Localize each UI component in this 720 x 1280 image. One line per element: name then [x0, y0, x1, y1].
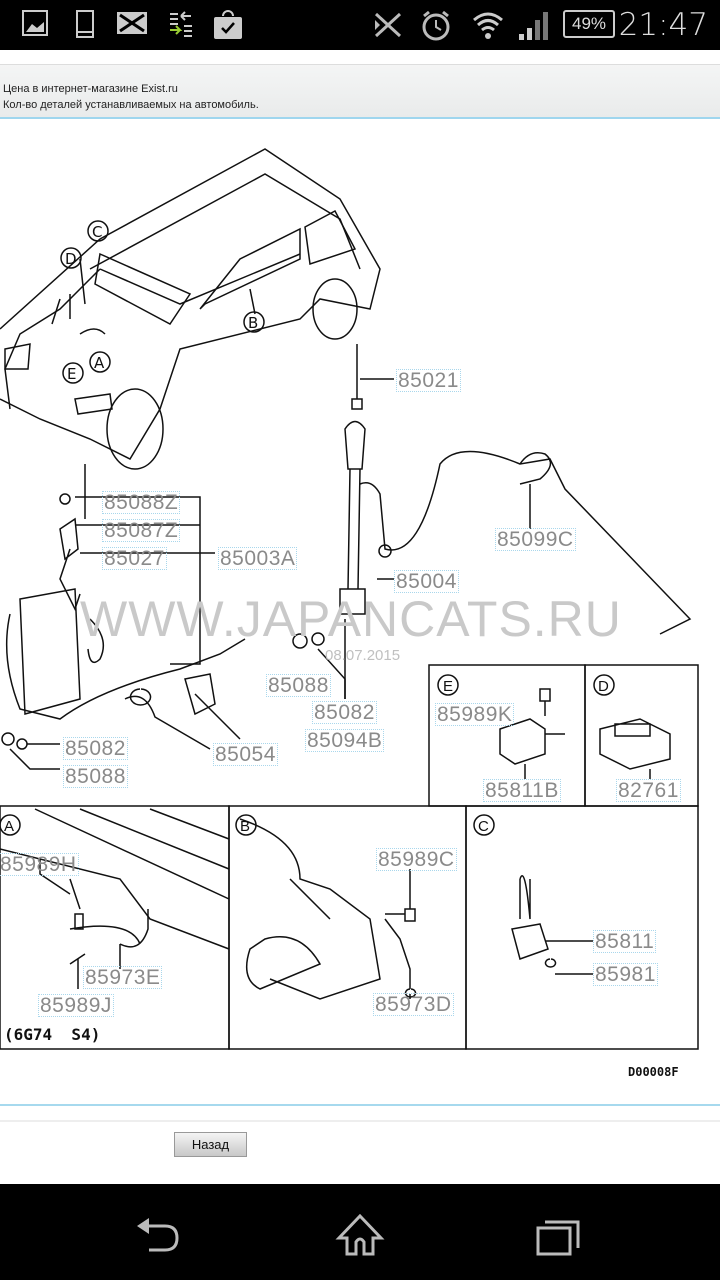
watermark: WWW.JAPANCATS.RU [80, 591, 622, 647]
back-icon[interactable] [135, 1214, 185, 1254]
diagram-date: 08.07.2015 [325, 647, 401, 664]
callout-d: D [65, 250, 77, 268]
part-85082[interactable]: 85082 [312, 701, 377, 724]
part-85054[interactable]: 85054 [213, 743, 278, 766]
shopping-bag-icon [214, 10, 242, 39]
gallery-icon [22, 10, 48, 36]
part-85004[interactable]: 85004 [394, 570, 459, 593]
part-85973D[interactable]: 85973D [373, 993, 454, 1016]
parts-diagram: C D B A E E D A B C [0, 119, 720, 1105]
part-85099C[interactable]: 85099C [495, 528, 576, 551]
box-label-d: D [598, 678, 609, 695]
part-85989H[interactable]: 85989H [0, 853, 79, 876]
box-label-a: A [4, 818, 14, 835]
recent-apps-icon[interactable] [535, 1214, 585, 1258]
status-bar: 49% 21:47 [0, 0, 720, 50]
part-85094B[interactable]: 85094B [305, 729, 385, 752]
bluetooth-off-icon [374, 12, 402, 38]
part-85082-left[interactable]: 85082 [63, 737, 128, 760]
diagram-drawing: C D B A E E D A B C [0, 148, 699, 1050]
part-85003A[interactable]: 85003A [218, 547, 298, 570]
callout-b: B [248, 314, 258, 332]
clock: 21:47 [618, 7, 708, 43]
part-85989J[interactable]: 85989J [38, 994, 114, 1017]
part-85027[interactable]: 85027 [102, 547, 167, 570]
box-label-e: E [443, 678, 453, 695]
wifi-icon [473, 12, 503, 39]
part-85989C[interactable]: 85989C [376, 848, 457, 871]
battery-icon: 49% [563, 10, 615, 38]
box-label-c: C [478, 818, 489, 835]
box-label-b: B [240, 818, 250, 835]
diagram-code: D00008F [628, 1065, 679, 1079]
alarm-icon [422, 10, 450, 41]
divider [0, 1120, 720, 1122]
part-85811B[interactable]: 85811B [483, 779, 561, 802]
home-icon[interactable] [335, 1214, 385, 1258]
part-85989K[interactable]: 85989K [435, 703, 515, 726]
callout-e: E [67, 365, 76, 383]
part-85811[interactable]: 85811 [593, 930, 657, 953]
part-85088[interactable]: 85088 [266, 674, 331, 697]
part-82761[interactable]: 82761 [616, 779, 681, 802]
car-drawing [0, 148, 381, 470]
part-85973E[interactable]: 85973E [83, 966, 163, 989]
data-transfer-icon [170, 11, 192, 37]
navigation-bar [0, 1184, 720, 1280]
quantity-info-text: Кол-во деталей устанавливаемых на автомо… [3, 99, 259, 111]
back-button[interactable]: Назад [174, 1132, 247, 1157]
part-85021[interactable]: 85021 [396, 369, 461, 392]
divider [0, 1104, 720, 1106]
callout-a: A [94, 354, 105, 372]
part-85088-left[interactable]: 85088 [63, 765, 128, 788]
callout-c: C [92, 223, 102, 241]
phone-icon [76, 10, 94, 38]
mail-icon [117, 12, 147, 34]
part-85087Z[interactable]: 85087Z [102, 519, 181, 542]
signal-icon [519, 12, 548, 40]
part-85088Z[interactable]: 85088Z [102, 491, 181, 514]
part-85981[interactable]: 85981 [593, 963, 658, 986]
price-info-text: Цена в интернет-магазине Exist.ru [3, 83, 178, 95]
engine-note: (6G74 S4) [4, 1025, 101, 1044]
info-band: Цена в интернет-магазине Exist.ru Кол-во… [0, 64, 720, 119]
